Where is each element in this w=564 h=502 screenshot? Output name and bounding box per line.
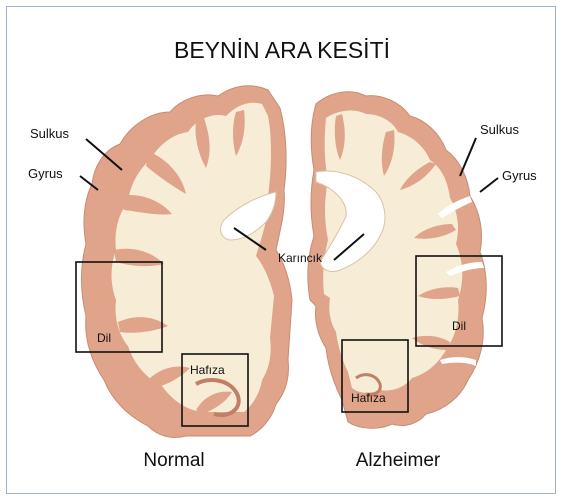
alzheimer-caption: Alzheimer bbox=[356, 450, 441, 471]
sulkus-right-label: Sulkus bbox=[480, 122, 520, 137]
gyrus-left-label: Gyrus bbox=[28, 166, 63, 181]
language-right-label: Dil bbox=[452, 319, 466, 333]
ventricle-label: Karıncık bbox=[278, 251, 323, 265]
memory-left-label: Hafıza bbox=[190, 363, 225, 377]
language-left-label: Dil bbox=[97, 331, 111, 345]
sulkus-right-pointer bbox=[460, 138, 476, 176]
sulkus-left-label: Sulkus bbox=[30, 126, 70, 141]
gyrus-right-label: Gyrus bbox=[502, 168, 537, 183]
gyrus-right-pointer bbox=[480, 178, 498, 192]
diagram-title: BEYNİN ARA KESİTİ bbox=[174, 37, 390, 63]
normal-caption: Normal bbox=[143, 450, 204, 471]
memory-right-label: Hafıza bbox=[351, 391, 386, 405]
